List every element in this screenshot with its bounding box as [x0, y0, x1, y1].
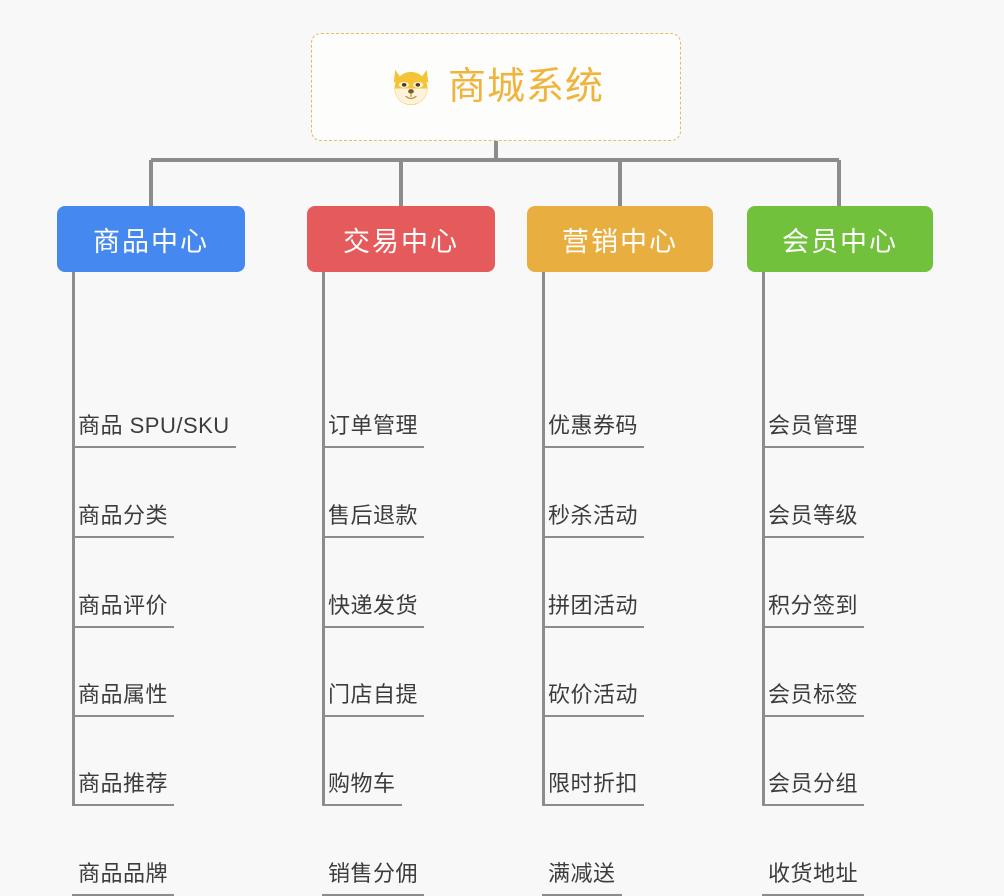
root-title: 商城系统	[447, 66, 604, 108]
leaf-label: 会员分组	[762, 766, 865, 806]
category-label-3: 会员中心	[782, 226, 898, 257]
leaf-label: 商品品牌	[72, 856, 175, 896]
category-header-3[interactable]: 会员中心	[747, 206, 933, 272]
leaf-item[interactable]: 订单管理	[322, 408, 425, 448]
leaf-label: 收货地址	[762, 856, 865, 896]
leaf-label: 优惠券码	[542, 408, 645, 448]
leaf-item[interactable]: 商品分类	[72, 498, 175, 538]
category-label-1: 交易中心	[343, 226, 459, 257]
category-header-1[interactable]: 交易中心	[307, 206, 495, 272]
leaf-item[interactable]: 商品评价	[72, 588, 175, 628]
category-column-商品中心: 商品中心 商品 SPU/SKU 商品分类 商品评价 商品属性 商品推荐 商品品牌	[57, 206, 245, 896]
category-column-会员中心: 会员中心 会员管理 会员等级 积分签到 会员标签 会员分组 收货地址	[747, 206, 933, 896]
category-header-0[interactable]: 商品中心	[57, 206, 245, 272]
leaf-label: 订单管理	[322, 408, 425, 448]
leaf-item[interactable]: 会员等级	[762, 498, 865, 538]
leaf-label: 售后退款	[322, 498, 425, 538]
column-spine-2	[542, 272, 545, 804]
leaf-item[interactable]: 砍价活动	[542, 677, 645, 717]
leaf-item[interactable]: 门店自提	[322, 677, 425, 717]
leaf-item[interactable]: 销售分佣	[322, 856, 425, 896]
leaf-label: 快递发货	[322, 588, 425, 628]
leaf-item[interactable]: 会员分组	[762, 766, 865, 806]
leaf-item[interactable]: 会员标签	[762, 677, 865, 717]
leaf-item[interactable]: 商品 SPU/SKU	[72, 408, 236, 448]
leaf-label: 会员标签	[762, 677, 865, 717]
leaf-label: 会员等级	[762, 498, 865, 538]
category-label-2: 营销中心	[562, 226, 678, 257]
leaf-item[interactable]: 购物车	[322, 766, 402, 806]
leaf-item[interactable]: 拼团活动	[542, 588, 645, 628]
leaf-item[interactable]: 积分签到	[762, 588, 865, 628]
leaf-label: 砍价活动	[542, 677, 645, 717]
leaf-item[interactable]: 商品属性	[72, 677, 175, 717]
leaf-label: 门店自提	[322, 677, 425, 717]
leaf-label: 商品推荐	[72, 766, 175, 806]
category-column-交易中心: 交易中心 订单管理 售后退款 快递发货 门店自提 购物车 销售分佣	[307, 206, 495, 896]
leaf-label: 商品分类	[72, 498, 175, 538]
leaf-item[interactable]: 优惠券码	[542, 408, 645, 448]
leaf-item[interactable]: 会员管理	[762, 408, 865, 448]
leaf-label: 商品属性	[72, 677, 175, 717]
leaf-item[interactable]: 商品品牌	[72, 856, 175, 896]
leaf-label: 商品 SPU/SKU	[72, 408, 236, 448]
mindmap-canvas: 商城系统 商品中心 商品 SPU/SKU 商品分类	[57, 33, 933, 896]
leaf-label: 限时折扣	[542, 766, 645, 806]
leaf-label: 销售分佣	[322, 856, 425, 896]
category-header-2[interactable]: 营销中心	[527, 206, 713, 272]
category-label-0: 商品中心	[93, 226, 209, 257]
leaf-item[interactable]: 秒杀活动	[542, 498, 645, 538]
leaf-label: 秒杀活动	[542, 498, 645, 538]
leaf-item[interactable]: 满减送	[542, 856, 622, 896]
leaf-item[interactable]: 商品推荐	[72, 766, 175, 806]
column-spine-0	[72, 272, 75, 804]
leaf-item[interactable]: 售后退款	[322, 498, 425, 538]
leaf-label: 商品评价	[72, 588, 175, 628]
root-node[interactable]: 商城系统	[311, 33, 681, 141]
column-spine-3	[762, 272, 765, 804]
leaf-label: 拼团活动	[542, 588, 645, 628]
column-spine-1	[322, 272, 325, 804]
shiba-dog-face-icon	[388, 64, 434, 110]
leaf-item[interactable]: 收货地址	[762, 856, 865, 896]
leaf-label: 满减送	[542, 856, 622, 896]
leaf-label: 购物车	[322, 766, 402, 806]
category-column-营销中心: 营销中心 优惠券码 秒杀活动 拼团活动 砍价活动 限时折扣 满减送	[527, 206, 713, 896]
leaf-label: 会员管理	[762, 408, 865, 448]
leaf-label: 积分签到	[762, 588, 865, 628]
leaf-item[interactable]: 限时折扣	[542, 766, 645, 806]
leaf-item[interactable]: 快递发货	[322, 588, 425, 628]
